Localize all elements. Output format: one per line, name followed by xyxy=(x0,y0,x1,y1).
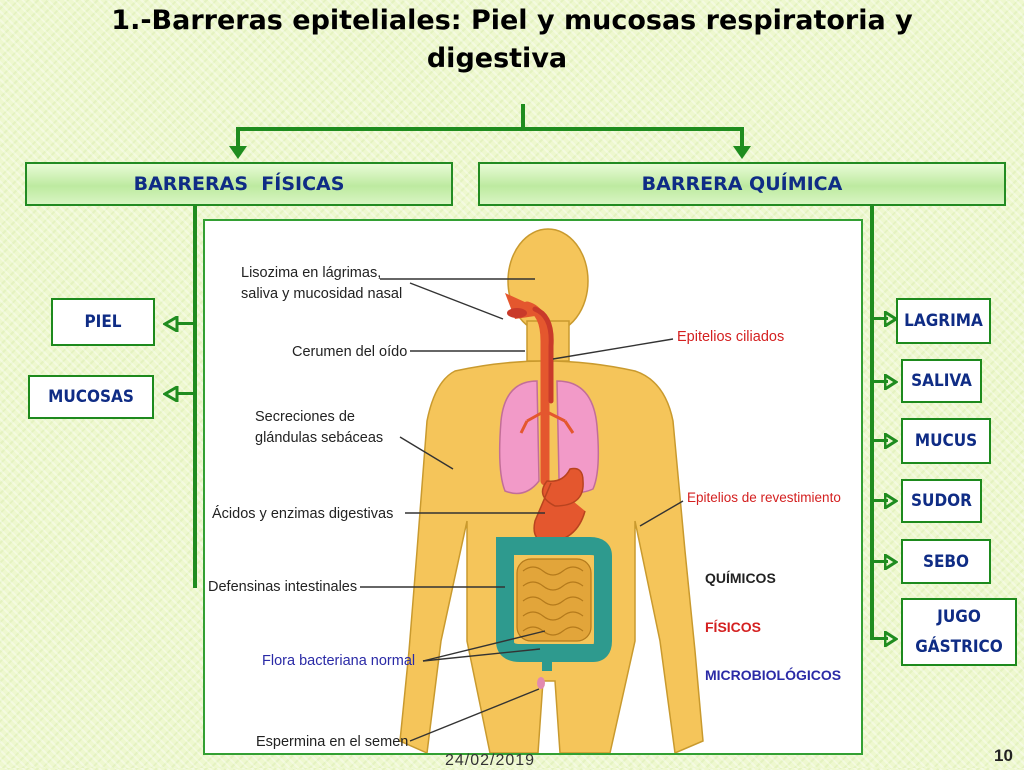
arrow-down-icon xyxy=(229,146,247,159)
arrow-down-icon xyxy=(733,146,751,159)
chemical-item-label: SALIVA xyxy=(911,371,972,391)
connector-root-vertical xyxy=(521,104,525,130)
large-intestine xyxy=(496,537,612,662)
label-secreciones-line1: Secreciones de xyxy=(255,409,355,425)
connector-right-drop xyxy=(740,127,744,149)
arrow-right-icon xyxy=(884,311,898,327)
slide-title-line1: 1.-Barreras epiteliales: Piel y mucosas … xyxy=(111,5,913,36)
label-espermina: Espermina en el semen xyxy=(256,734,409,750)
label-acidos: Ácidos y enzimas digestivas xyxy=(212,506,394,522)
human-body-illustration xyxy=(360,228,704,753)
label-cerumen: Cerumen del oído xyxy=(292,344,408,360)
legend-fisicos: FÍSICOS xyxy=(705,619,762,635)
connector-lagrima xyxy=(870,317,888,320)
physical-item-label: MUCOSAS xyxy=(48,387,134,407)
header-chemical-label: BARRERA QUÍMICA xyxy=(641,173,843,195)
connector-sudor xyxy=(870,499,888,502)
connector-piel xyxy=(176,322,196,325)
legend-microbiologicos: MICROBIOLÓGICOS xyxy=(705,667,842,683)
physical-item-mucosas: MUCOSAS xyxy=(28,375,154,419)
connector-mucus xyxy=(870,439,888,442)
header-physical-barriers: BARRERAS FÍSICAS xyxy=(25,162,453,206)
chemical-item-lagrima: LAGRIMA xyxy=(896,298,991,344)
lungs xyxy=(498,380,600,495)
label-lisozima-line1: Lisozima en lágrimas, xyxy=(241,265,382,281)
slide-title-line2: digestiva xyxy=(426,43,568,74)
reproductive-organ xyxy=(537,677,545,689)
small-intestine xyxy=(516,558,592,642)
arrow-left-icon xyxy=(163,316,179,332)
connector-mucosas xyxy=(176,392,196,395)
page-number: 10 xyxy=(994,746,1013,765)
anatomy-diagram: Lisozima en lágrimas, saliva y mucosidad… xyxy=(203,219,863,755)
label-flora: Flora bacteriana normal xyxy=(262,653,416,669)
connector-left-drop xyxy=(236,127,240,149)
legend-quimicos: QUÍMICOS xyxy=(705,570,776,586)
label-lisozima-line2: saliva y mucosidad nasal xyxy=(241,286,403,302)
arrow-left-icon xyxy=(163,386,179,402)
label-defensinas: Defensinas intestinales xyxy=(208,579,358,595)
label-epitelios-revestimiento: Epitelios de revestimiento xyxy=(687,490,841,505)
chemical-item-label: MUCUS xyxy=(914,431,978,451)
label-epitelios-ciliados: Epitelios ciliados xyxy=(677,329,785,345)
chemical-item-label: LAGRIMA xyxy=(904,311,983,331)
connector-jugo xyxy=(870,637,888,640)
slide-title: 1.-Barreras epiteliales: Piel y mucosas … xyxy=(0,2,1024,78)
bronchi xyxy=(519,409,575,434)
connector-root-horizontal xyxy=(236,127,744,131)
arrow-right-icon xyxy=(884,374,898,390)
physical-item-piel: PIEL xyxy=(51,298,155,346)
chemical-item-mucus: MUCUS xyxy=(901,418,991,464)
face-mouth-nose xyxy=(505,293,535,319)
connector-physical-trunk xyxy=(193,206,197,588)
label-secreciones: Secreciones de glándulas sebáceas xyxy=(255,407,383,449)
arrow-right-icon xyxy=(884,433,898,449)
arrow-right-icon xyxy=(884,631,898,647)
airway-and-esophagus xyxy=(522,301,554,486)
chemical-item-label: SUDOR xyxy=(911,491,972,511)
label-secreciones-line2: glándulas sebáceas xyxy=(255,430,384,446)
chemical-item-label: SEBO xyxy=(922,551,970,572)
header-chemical-barrier: BARRERA QUÍMICA xyxy=(478,162,1006,206)
rectum xyxy=(542,651,552,671)
label-lisozima: Lisozima en lágrimas, saliva y mucosidad… xyxy=(241,263,402,305)
chemical-item-sebo: SEBO xyxy=(901,539,991,584)
connector-saliva xyxy=(870,380,888,383)
footer-date: 24/02/2019 xyxy=(445,752,536,769)
chemical-item-saliva: SALIVA xyxy=(901,359,982,403)
physical-item-label: PIEL xyxy=(84,312,122,332)
chemical-item-jugo-gastrico: JUGO GÁSTRICO xyxy=(901,598,1017,666)
header-physical-label: BARRERAS FÍSICAS xyxy=(133,173,345,195)
leader-lines xyxy=(360,278,684,742)
arrow-right-icon xyxy=(884,554,898,570)
connector-sebo xyxy=(870,560,888,563)
arrow-right-icon xyxy=(884,493,898,509)
chemical-item-sudor: SUDOR xyxy=(901,479,982,523)
chemical-item-label: JUGO GÁSTRICO xyxy=(915,607,1003,657)
connector-chemical-trunk xyxy=(870,206,874,640)
